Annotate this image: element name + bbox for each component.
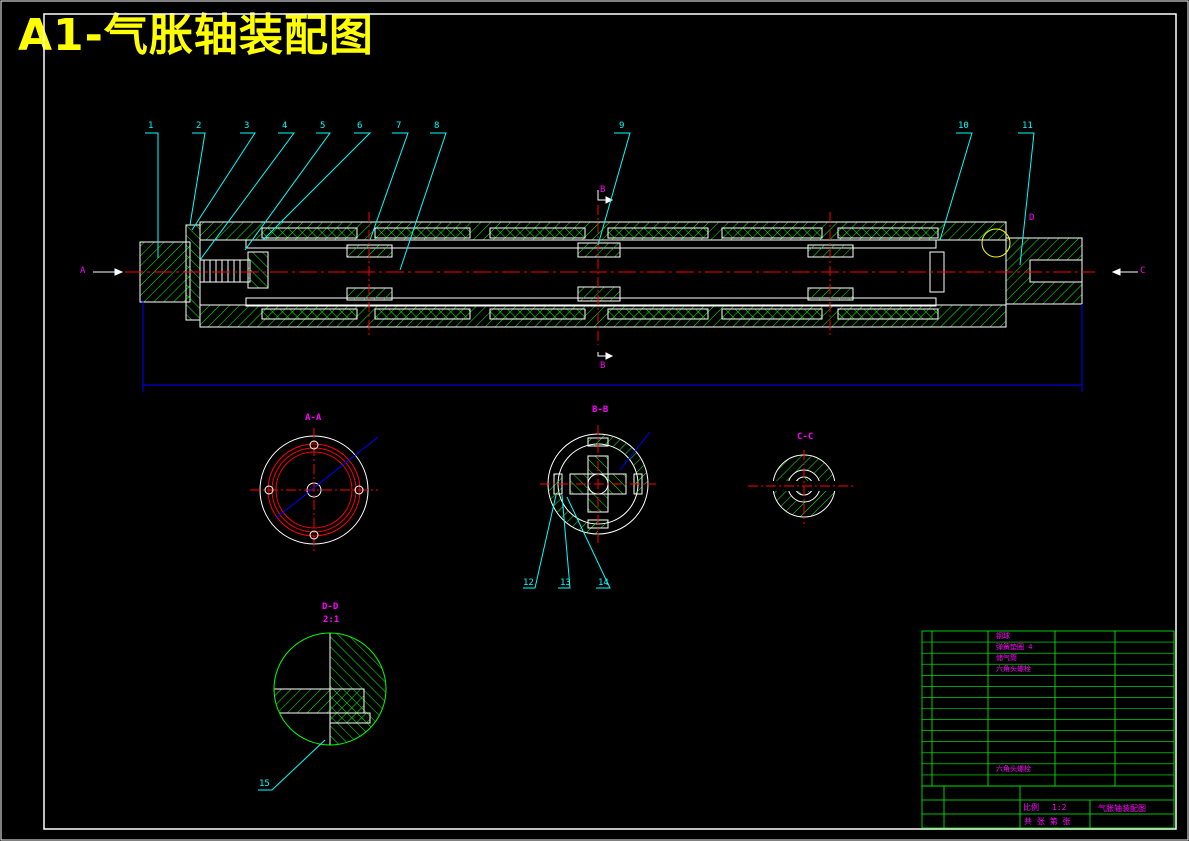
right-bore (1029, 259, 1083, 283)
section-b-b (523, 425, 656, 589)
balloon-2: 2 (196, 121, 202, 131)
drawing-title: A1-气胀轴装配图 (18, 10, 374, 61)
marker-c: C (1140, 266, 1146, 276)
section-centerlines (368, 205, 831, 345)
balloon-10: 10 (958, 121, 969, 131)
spring-seat (247, 251, 269, 289)
marker-a: A (80, 266, 86, 276)
label-detail-d-d: D-D (322, 602, 339, 612)
label-detail-scale: 2:1 (323, 615, 340, 625)
detail-d-circle (981, 228, 1011, 258)
title-block-sheet: 共 张 第 张 (1024, 817, 1071, 826)
leader-lines (145, 132, 1035, 271)
section-arrows (93, 190, 1138, 360)
balloon-14: 14 (598, 578, 609, 588)
inner-border (43, 13, 1177, 830)
balloon-3: 3 (244, 121, 250, 131)
balloon-13: 13 (560, 578, 571, 588)
key-strips (261, 227, 939, 320)
main-shaft-view (93, 190, 1138, 392)
overall-dimension (142, 300, 1083, 392)
balloon-7: 7 (396, 121, 402, 131)
balloon-5: 5 (320, 121, 326, 131)
parts-row-name: 钢球 (996, 632, 1010, 640)
marker-b-bottom: B (600, 361, 606, 371)
balloon-8: 8 (434, 121, 440, 131)
title-block-scale-label: 比例 (1023, 803, 1039, 812)
section-c-c (748, 450, 856, 524)
marker-b-top: B (600, 185, 606, 195)
balloon-15: 15 (259, 779, 270, 789)
section-a-a (250, 428, 379, 552)
title-block-lines (921, 630, 1175, 829)
balloon-9: 9 (619, 121, 625, 131)
detail-d (258, 632, 387, 791)
title-block-scale-value: 1:2 (1052, 803, 1067, 812)
label-section-c-c: C-C (797, 432, 814, 442)
spring (199, 259, 251, 283)
balloon-4: 4 (282, 121, 288, 131)
label-section-b-b: B-B (592, 405, 609, 415)
balloon-1: 1 (148, 121, 154, 131)
title-block-rows (922, 641, 1174, 787)
balloon-11: 11 (1022, 121, 1033, 131)
parts-row-name: 六角头螺栓 (996, 764, 1031, 773)
label-section-a-a: A-A (305, 413, 322, 423)
title-block-drawing-name: 气胀轴装配图 (1098, 804, 1146, 813)
marker-d: D (1029, 213, 1035, 223)
parts-row-name: 弹簧垫圈 4 (996, 643, 1033, 652)
balloon-12: 12 (523, 578, 534, 588)
parts-row-name: 六角头螺栓 (996, 665, 1031, 674)
parts-row-name: 储气筒 (996, 654, 1017, 663)
balloon-6: 6 (357, 121, 363, 131)
